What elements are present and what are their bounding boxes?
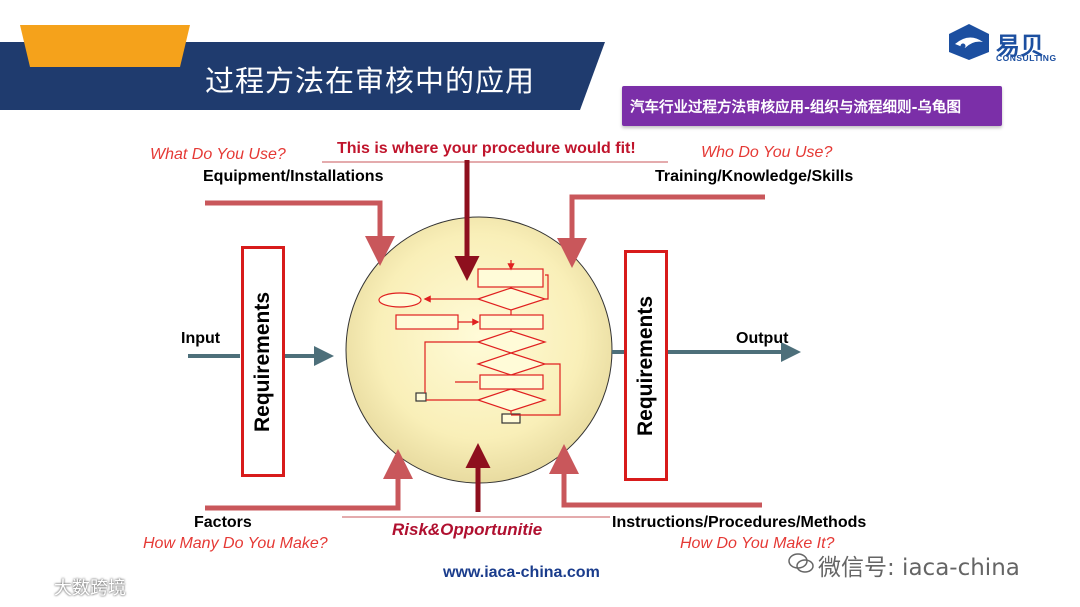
company-logo-icon: [949, 24, 989, 60]
wechat-id: 微信号: iaca-china: [818, 555, 1020, 581]
question-how-many: How Many Do You Make?: [143, 535, 328, 552]
wechat-icon: [788, 553, 814, 573]
label-equipment: Equipment/Installations: [203, 168, 384, 185]
requirements-box-left: Requirements: [241, 246, 285, 477]
label-risk-opportunity: Risk&Opportunitie: [392, 520, 543, 539]
subtitle-text: 汽车行业过程方法审核应用-组织与流程细则-乌龟图: [630, 100, 962, 116]
watermark-logo-icon: [9, 578, 47, 594]
question-what-do-you-use: What Do You Use?: [150, 146, 286, 163]
label-procedure-fit: This is where your procedure would fit!: [337, 140, 636, 157]
requirements-label-right: Requirements: [634, 295, 657, 436]
arrow-factors: [205, 449, 413, 511]
requirements-label-left: Requirements: [251, 291, 274, 432]
logo-name: 易贝: [996, 32, 1044, 60]
subtitle-badge: [622, 86, 1002, 126]
label-training: Training/Knowledge/Skills: [655, 168, 854, 185]
requirements-box-right: Requirements: [624, 250, 668, 481]
question-who-do-you-use: Who Do You Use?: [701, 144, 833, 161]
label-input: Input: [181, 330, 221, 347]
header-accent-tab: [20, 25, 190, 67]
page-title: 过程方法在审核中的应用: [205, 64, 536, 98]
label-instructions: Instructions/Procedures/Methods: [612, 514, 867, 531]
website-url[interactable]: www.iaca-china.com: [443, 564, 600, 581]
label-output: Output: [736, 330, 789, 347]
arrow-instructions: [549, 444, 762, 508]
logo-subtext: CONSULTING: [996, 53, 1057, 63]
arrow-equipment: [205, 200, 395, 266]
watermark-text: 大数跨境: [54, 578, 126, 599]
arrow-training: [557, 194, 765, 268]
flowchart: [378, 268, 547, 424]
label-factors: Factors: [194, 514, 252, 531]
question-how-do-you-make: How Do You Make It?: [680, 535, 835, 552]
